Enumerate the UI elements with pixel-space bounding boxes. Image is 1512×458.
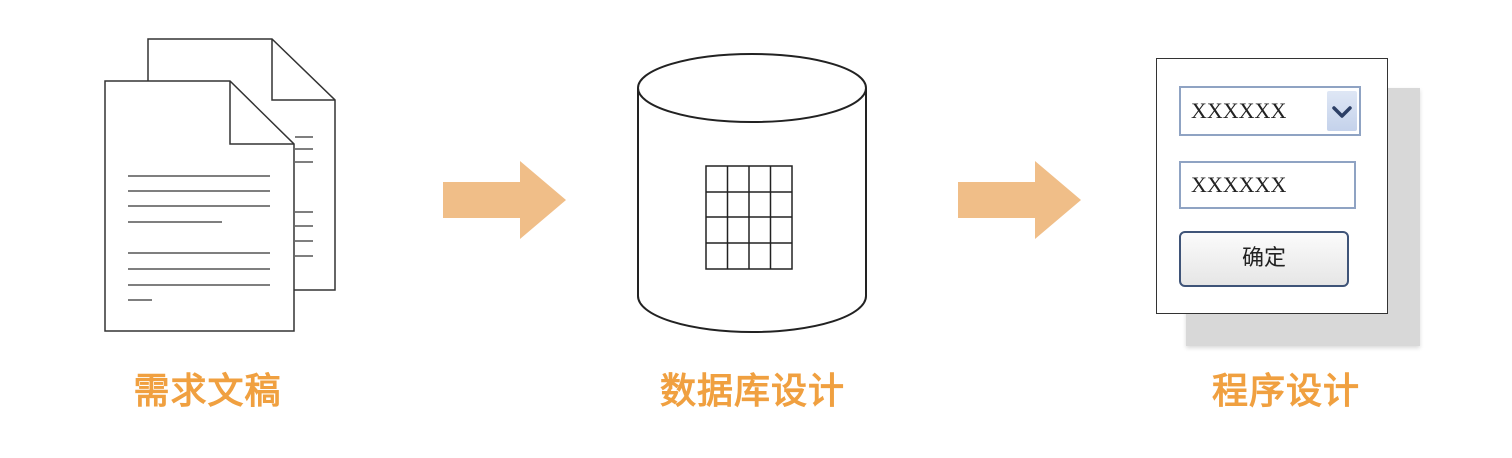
step-caption-program: 程序设计 xyxy=(1211,371,1360,412)
select-field[interactable]: XXXXXX xyxy=(1179,86,1361,136)
chevron-down-icon[interactable] xyxy=(1327,91,1357,131)
text-input-field[interactable]: XXXXXX xyxy=(1179,161,1356,209)
select-field-value: XXXXXX xyxy=(1191,98,1287,123)
confirm-button[interactable]: 确定 xyxy=(1179,231,1349,287)
form-window-icon: XXXXXX XXXXXX 确定 xyxy=(1156,58,1388,314)
documents-icon xyxy=(104,38,336,332)
step-caption-database: 数据库设计 xyxy=(659,371,845,412)
arrow-right-icon xyxy=(958,161,1081,239)
text-input-value: XXXXXX xyxy=(1191,172,1287,197)
arrow-right-icon xyxy=(443,161,566,239)
step-caption-requirements: 需求文稿 xyxy=(133,371,282,412)
database-icon xyxy=(637,53,867,333)
